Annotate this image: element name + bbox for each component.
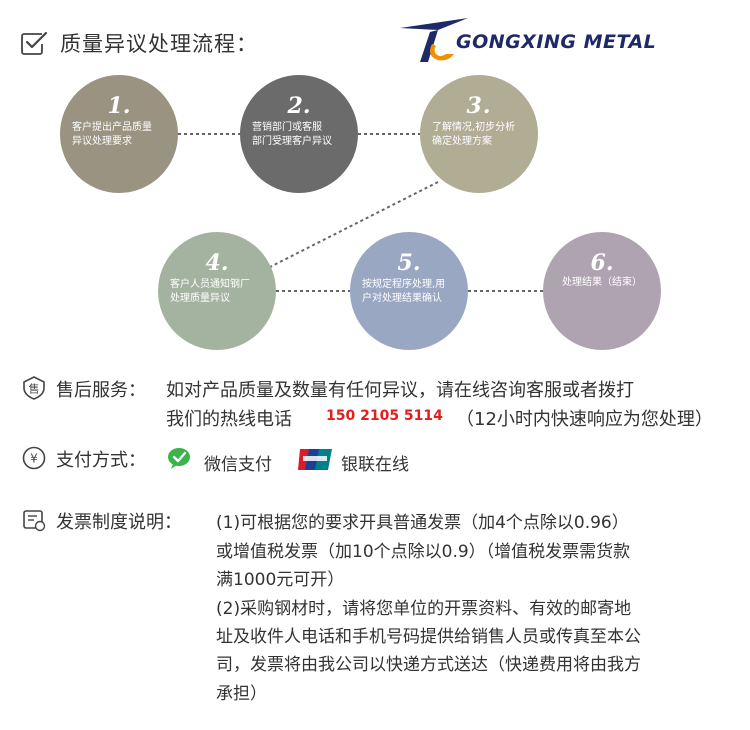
hotline-phone: 150 2105 5114 [326, 408, 443, 424]
brand-logo: GONGXING METAL [398, 16, 736, 66]
service-hotline-label: 我们的热线电话 [166, 409, 292, 430]
step-number: 4. [205, 250, 229, 276]
step-number: 3. [466, 93, 492, 119]
flow-connectors [178, 133, 543, 292]
invoice-line: (2)采购钢材时，请将您单位的开票资料、有效的邮寄地 [216, 599, 632, 619]
invoice-line: 承担） [216, 684, 267, 704]
flow-step-2: 2. 营销部门或客服 部门受理客户异议 [240, 75, 358, 193]
invoice-line: 满1000元可开） [216, 570, 345, 590]
flow-step-6: 6. 处理结果（结束） [543, 232, 661, 350]
svg-text:售: 售 [29, 382, 40, 396]
unionpay-label: 银联在线 [341, 455, 409, 475]
service-badge-icon: 售 [23, 376, 45, 400]
step-text: 处理结果（结束） [562, 277, 642, 288]
flow-step-4: 4. 客户人员通知钢厂 处理质量异议 [158, 232, 276, 350]
logo-brand-text: GONGXING METAL [456, 31, 657, 53]
step-number: 2. [287, 93, 311, 119]
invoice-line: 或增值税发票（加10个点除以0.9）（增值税发票需货款 [216, 542, 631, 562]
wechat-pay-label: 微信支付 [204, 455, 272, 475]
response-time: （12小时内快速响应为您处理） [456, 409, 713, 430]
step-text: 按规定程序处理,用 户对处理结果确认 [362, 279, 446, 304]
flow-step-1: 1. 客户提出产品质量 异议处理要求 [60, 75, 178, 193]
service-description: 如对产品质量及数量有任何异议，请在线咨询客服或者拨打 [166, 380, 634, 401]
flow-step-5: 5. 按规定程序处理,用 户对处理结果确认 [350, 232, 468, 350]
step-number: 5. [397, 250, 421, 276]
step-text: 了解情况,初步分析 确定处理方案 [432, 122, 516, 147]
step-number: 6. [590, 250, 614, 276]
wechat-icon [168, 448, 190, 469]
svg-text:¥: ¥ [30, 452, 38, 466]
page-title: 质量异议处理流程： [60, 32, 258, 56]
yen-icon: ¥ [22, 446, 46, 470]
checkbox-icon [21, 31, 48, 55]
payment-label: 支付方式： [56, 450, 146, 471]
invoice-icon [23, 510, 46, 532]
step-number: 1. [107, 93, 131, 119]
flow-step-3: 3. 了解情况,初步分析 确定处理方案 [420, 75, 538, 193]
invoice-label: 发票制度说明： [56, 512, 182, 533]
invoice-line: 址及收件人电话和手机号码提供给销售人员或传真至本公 [216, 627, 641, 647]
step-text: 营销部门或客服 部门受理客户异议 [252, 122, 332, 147]
unionpay-icon [298, 449, 332, 470]
logo-mark-icon [400, 18, 468, 62]
step-text: 客户提出产品质量 异议处理要求 [72, 122, 152, 147]
service-label: 售后服务： [56, 380, 146, 401]
invoice-line: 司，发票将由我公司以快递方式送达（快递费用将由我方 [216, 655, 641, 675]
step-text: 客户人员通知钢厂 处理质量异议 [170, 279, 250, 304]
invoice-line: (1)可根据您的要求开具普通发票（加4个点除以0.96） [216, 513, 629, 533]
